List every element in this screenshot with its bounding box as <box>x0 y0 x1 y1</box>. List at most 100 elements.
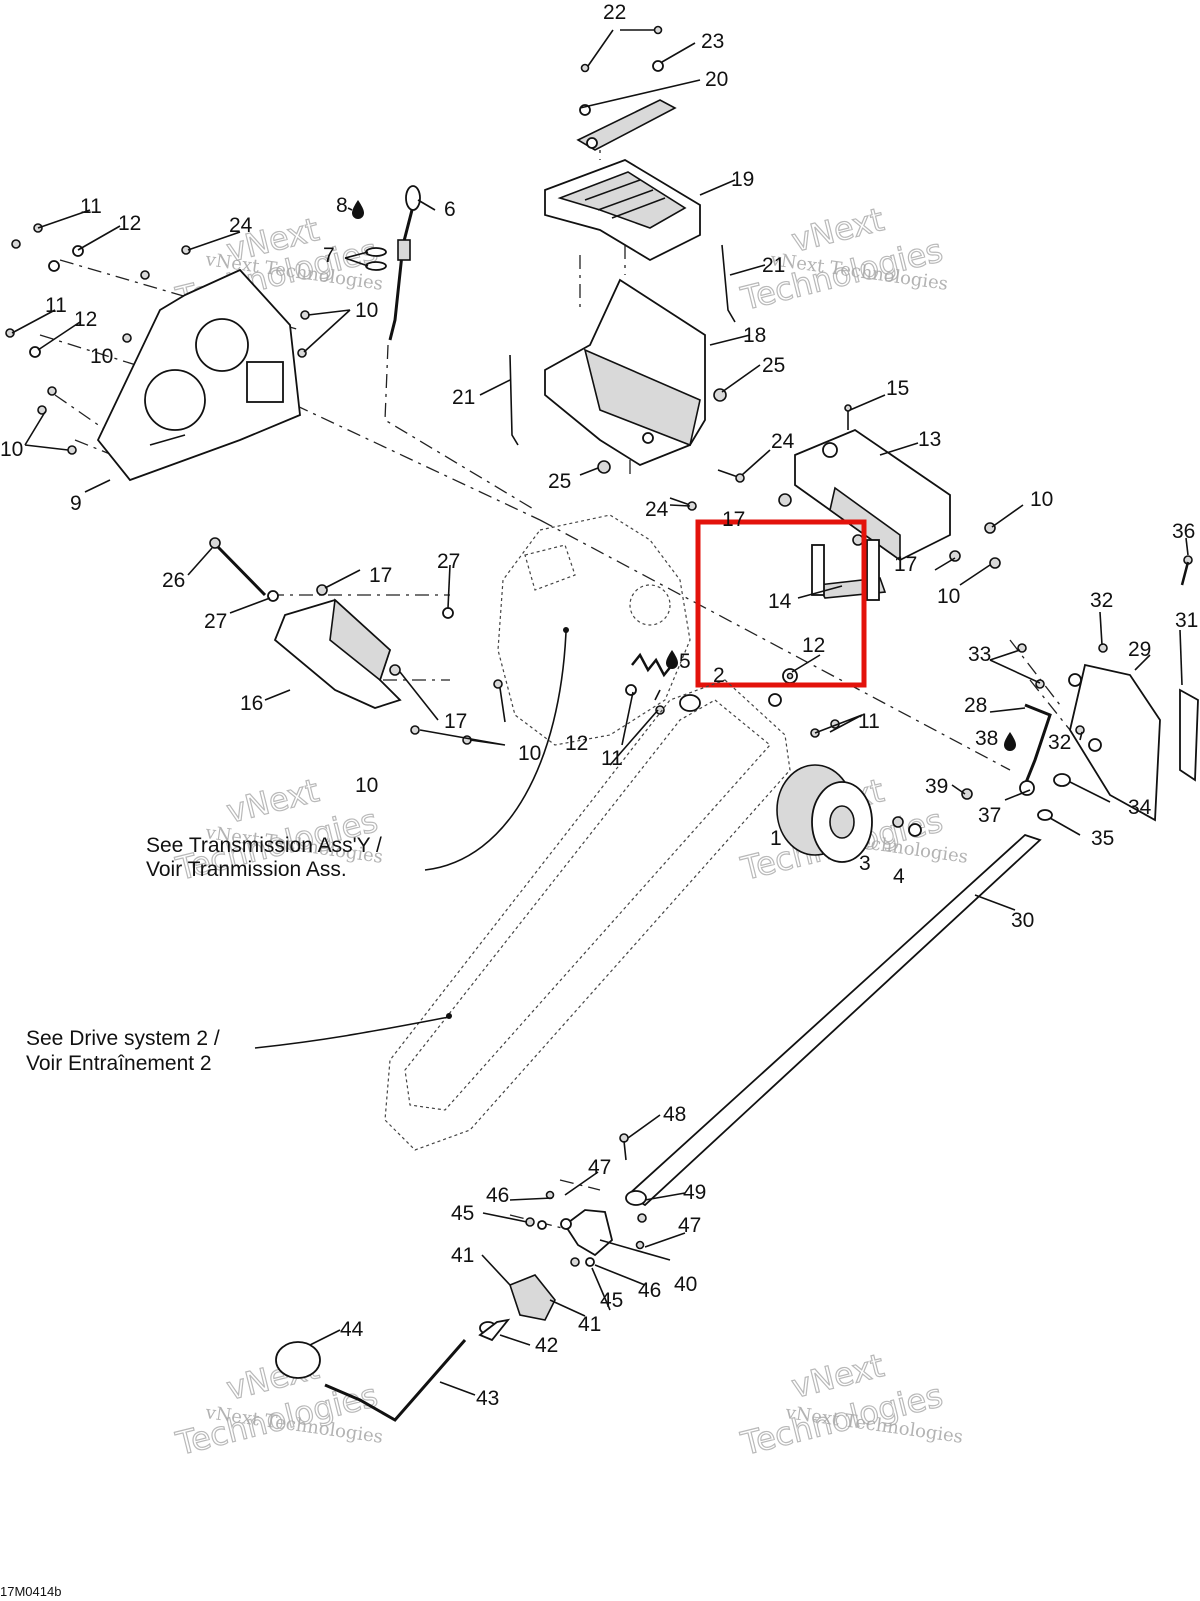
callout-10-plate: 10 <box>355 299 378 322</box>
bolt-part-10 <box>949 522 1001 569</box>
callout-10-plate-mid: 10 <box>90 345 113 368</box>
knob-part-44 <box>275 1341 321 1379</box>
highlight-box <box>695 519 867 688</box>
shift-rod-part-30 <box>625 833 1042 1207</box>
callout-11-mid: 11 <box>45 294 67 317</box>
callout-24-plate: 24 <box>229 214 253 237</box>
transmission-housing-outline <box>497 514 691 746</box>
bushing-part-34-35 <box>1037 773 1071 821</box>
callout-11-top: 11 <box>80 195 102 218</box>
nut-part-25 <box>597 388 727 474</box>
callout-37: 37 <box>978 804 1001 827</box>
strap-part-20 <box>576 99 677 151</box>
callout-11-right: 11 <box>858 710 880 733</box>
bolt-part-15 <box>844 404 852 430</box>
bolt-part-22 <box>579 25 664 116</box>
callout-12-top: 12 <box>118 212 141 235</box>
callout-11-center: 11 <box>601 747 623 770</box>
callout-17-lower: 17 <box>444 710 467 733</box>
callout-25-bottom: 25 <box>548 470 571 493</box>
callout-24-lower: 24 <box>645 498 669 521</box>
bracket-part-16 <box>273 598 402 709</box>
callout-12-mid: 12 <box>74 308 97 331</box>
callout-24-crate: 24 <box>771 430 795 453</box>
callout-27-left: 27 <box>204 610 227 633</box>
callout-35: 35 <box>1091 827 1114 850</box>
callout-21-right: 21 <box>762 254 785 277</box>
bolts-part-32-33 <box>1017 643 1108 735</box>
callout-13: 13 <box>918 428 941 451</box>
leader-lines <box>11 29 1189 1396</box>
spring-part-5 <box>631 652 701 712</box>
callout-25-top: 25 <box>762 354 785 377</box>
callout-36: 36 <box>1172 520 1195 543</box>
callout-30: 30 <box>1011 909 1034 932</box>
callout-19: 19 <box>731 168 754 191</box>
drawing-code: 17M0414b <box>0 1584 61 1599</box>
pulley-part-1 <box>776 764 873 863</box>
callout-10-plate-low: 10 <box>0 438 23 461</box>
shift-lever-part-43 <box>324 1339 467 1422</box>
note-drive-line2: Voir Entraînement 2 <box>26 1052 212 1075</box>
note-transmission-line2: Voir Tranmission Ass. <box>146 858 347 881</box>
callout-26: 26 <box>162 569 185 592</box>
callout-31: 31 <box>1175 609 1198 632</box>
coupler-part-42 <box>478 1318 511 1342</box>
callout-3: 3 <box>859 852 871 875</box>
axis-line <box>539 519 1011 771</box>
callout-4: 4 <box>893 865 905 888</box>
callout-17-bracket16: 17 <box>369 564 392 587</box>
callout-32-top: 32 <box>1090 589 1113 612</box>
callout-16: 16 <box>240 692 263 715</box>
callout-47-top: 47 <box>588 1156 611 1179</box>
oil-drop-icon <box>1004 732 1016 751</box>
bolt-part-24 <box>669 469 745 511</box>
callout-42: 42 <box>535 1334 558 1357</box>
callout-9: 9 <box>70 492 82 515</box>
boot-part-41 <box>509 1274 556 1321</box>
callout-7: 7 <box>323 244 335 267</box>
reference-notes: See Transmission Ass'Y / Voir Tranmissio… <box>26 834 382 1075</box>
arm-part-31 <box>1179 688 1199 782</box>
callout-33: 33 <box>968 643 991 666</box>
callout-23: 23 <box>701 30 724 53</box>
callout-38: 38 <box>975 727 998 750</box>
rod-part-21 <box>509 244 736 446</box>
bolt-set-11-12-10 <box>5 223 310 455</box>
callout-22: 22 <box>603 1 626 24</box>
callout-46-right: 46 <box>638 1279 661 1302</box>
callout-17-top: 17 <box>722 508 745 531</box>
callout-44: 44 <box>340 1318 364 1341</box>
callout-labels: 22 23 20 19 21 18 21 25 25 24 24 24 15 1… <box>0 1 1198 1410</box>
callout-12-center: 12 <box>565 732 588 755</box>
callout-32-mid: 32 <box>1048 731 1071 754</box>
callout-43: 43 <box>476 1387 499 1410</box>
nut-part-17-27 <box>267 584 454 676</box>
crate-part-19 <box>544 159 701 262</box>
callout-27-right: 27 <box>437 550 460 573</box>
callout-29: 29 <box>1128 638 1151 661</box>
callout-17-right: 17 <box>894 553 917 576</box>
callout-21-left: 21 <box>452 386 475 409</box>
transmission-pointer-dot <box>563 627 569 633</box>
bolt-part-48 <box>619 1133 629 1161</box>
nut-part-39 <box>961 788 973 800</box>
callout-10-bracket: 10 <box>937 585 960 608</box>
tray-part-18 <box>544 278 706 467</box>
mounting-plate-part-9 <box>96 268 301 482</box>
oil-drop-icon <box>352 200 364 219</box>
callout-40: 40 <box>674 1273 697 1296</box>
callout-2: 2 <box>713 664 725 687</box>
fasteners-part-45-46-47 <box>525 1190 647 1267</box>
axis-line <box>294 404 541 521</box>
lever-part-28 <box>1019 703 1052 796</box>
axis-line <box>39 259 301 461</box>
dipstick-part-6 <box>388 185 421 341</box>
bolt-part-26 <box>209 537 267 597</box>
callout-18: 18 <box>743 324 766 347</box>
callout-47-right: 47 <box>678 1214 701 1237</box>
callout-10-right: 10 <box>1030 488 1053 511</box>
nut-part-17 <box>778 493 864 546</box>
watermark-top-right: vNext vNext Technologies Technologies <box>736 200 949 319</box>
callout-45-left: 45 <box>451 1202 474 1225</box>
